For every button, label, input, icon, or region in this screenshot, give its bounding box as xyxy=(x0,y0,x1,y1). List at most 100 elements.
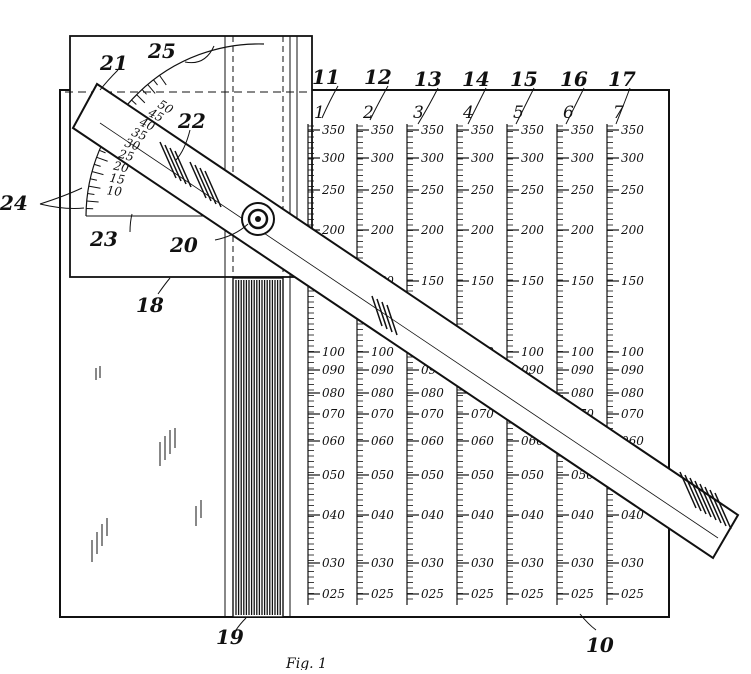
scale-label: 070 xyxy=(371,407,394,421)
ref-23: 23 xyxy=(89,227,118,251)
scale-label: 100 xyxy=(621,345,644,359)
ref-11: 11 xyxy=(312,65,340,89)
scale-label: 060 xyxy=(322,434,345,448)
scale-label: 090 xyxy=(571,363,594,377)
scale-label: 040 xyxy=(371,508,394,522)
scale-label: 040 xyxy=(571,508,594,522)
ref-20: 20 xyxy=(169,233,198,257)
scale-label: 250 xyxy=(470,183,494,197)
scale-label: 040 xyxy=(322,508,345,522)
scale-label: 080 xyxy=(371,386,394,400)
scale-label: 070 xyxy=(621,407,644,421)
scale-label: 025 xyxy=(322,587,345,601)
ref-18: 18 xyxy=(136,293,164,317)
scale-label: 250 xyxy=(420,183,444,197)
column-number: 2 xyxy=(362,103,374,123)
ref-15: 15 xyxy=(510,67,538,91)
scale-label: 025 xyxy=(471,587,494,601)
scale-label: 350 xyxy=(471,123,494,137)
scale-label: 350 xyxy=(322,123,345,137)
column-number: 1 xyxy=(314,103,325,123)
column-number: 7 xyxy=(613,103,624,123)
ref-17: 17 xyxy=(608,67,636,91)
scale-label: 030 xyxy=(421,556,444,570)
scale-label: 080 xyxy=(571,386,594,400)
scale-label: 030 xyxy=(521,556,544,570)
scale-label: 025 xyxy=(621,587,644,601)
scale-label: 150 xyxy=(471,274,494,288)
scale-label: 250 xyxy=(370,183,394,197)
scale-label: 150 xyxy=(571,274,594,288)
scale-label: 300 xyxy=(621,151,644,165)
scale-label: 030 xyxy=(571,556,594,570)
scale-label: 100 xyxy=(371,345,394,359)
ref-19: 19 xyxy=(216,625,244,649)
scale-label: 200 xyxy=(470,223,494,237)
column-number: 4 xyxy=(462,103,474,123)
scale-label: 350 xyxy=(371,123,394,137)
scale-label: 050 xyxy=(521,468,544,482)
figure-caption: Fig. 1 xyxy=(285,656,327,670)
scale-label: 030 xyxy=(322,556,345,570)
scale-label: 025 xyxy=(371,587,394,601)
scale-label: 030 xyxy=(371,556,394,570)
scale-label: 080 xyxy=(621,386,644,400)
scale-label: 040 xyxy=(521,508,544,522)
scale-label: 200 xyxy=(520,223,544,237)
scale-label: 200 xyxy=(370,223,394,237)
scale-label: 070 xyxy=(322,407,345,421)
scale-label: 200 xyxy=(420,223,444,237)
scale-label: 350 xyxy=(421,123,444,137)
scale-label: 250 xyxy=(520,183,544,197)
scale-label: 060 xyxy=(471,434,494,448)
scale-label: 200 xyxy=(570,223,594,237)
scale-label: 250 xyxy=(570,183,594,197)
ref-24: 24 xyxy=(0,191,28,215)
scale-label: 300 xyxy=(471,151,494,165)
scale-label: 350 xyxy=(621,123,644,137)
scale-label: 200 xyxy=(620,223,644,237)
ref-13: 13 xyxy=(414,67,442,91)
scale-label: 050 xyxy=(471,468,494,482)
scale-label: 040 xyxy=(471,508,494,522)
scale-label: 040 xyxy=(421,508,444,522)
scale-label: 080 xyxy=(421,386,444,400)
scale-label: 200 xyxy=(321,223,345,237)
scale-label: 250 xyxy=(620,183,644,197)
scale-label: 300 xyxy=(571,151,594,165)
scale-label: 080 xyxy=(322,386,345,400)
scale-label: 025 xyxy=(421,587,444,601)
scale-label: 060 xyxy=(371,434,394,448)
ref-25: 25 xyxy=(147,39,176,63)
scale-label: 300 xyxy=(521,151,544,165)
scale-label: 100 xyxy=(322,345,345,359)
ref-22: 22 xyxy=(177,109,206,133)
scale-label: 070 xyxy=(421,407,444,421)
scale-label: 100 xyxy=(521,345,544,359)
scale-label: 300 xyxy=(322,151,345,165)
glass-glare-marks xyxy=(92,366,201,562)
scale-label: 030 xyxy=(621,556,644,570)
ref-16: 16 xyxy=(560,67,588,91)
scale-label: 025 xyxy=(521,587,544,601)
column-number: 3 xyxy=(413,103,424,123)
scale-label: 050 xyxy=(371,468,394,482)
scale-label: 090 xyxy=(371,363,394,377)
scale-label: 060 xyxy=(421,434,444,448)
scale-label: 050 xyxy=(322,468,345,482)
scale-label: 350 xyxy=(571,123,594,137)
scale-label: 350 xyxy=(521,123,544,137)
scale-label: 050 xyxy=(421,468,444,482)
scale-label: 150 xyxy=(621,274,644,288)
scale-label: 300 xyxy=(421,151,444,165)
ref-21: 21 xyxy=(99,51,128,75)
scale-label: 025 xyxy=(571,587,594,601)
scale-label: 100 xyxy=(571,345,594,359)
ref-10: 10 xyxy=(586,633,614,657)
scale-label: 150 xyxy=(521,274,544,288)
scale-label: 150 xyxy=(421,274,444,288)
scale-label: 090 xyxy=(621,363,644,377)
